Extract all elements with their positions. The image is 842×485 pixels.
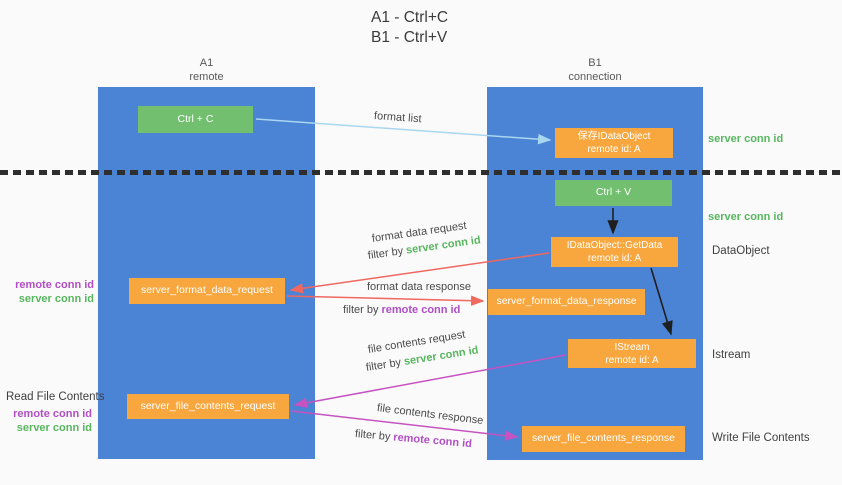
server-file-contents-request-label: server_file_contents_request bbox=[140, 399, 276, 412]
save-idataobject-box: 保存IDataObject remote id: A bbox=[555, 128, 673, 158]
left-remote-conn-id-1: remote conn id bbox=[15, 279, 94, 291]
lane-b1-name: B1 bbox=[588, 57, 602, 69]
filter-by-text-4: filter by bbox=[354, 428, 391, 444]
diagram-title: A1 - Ctrl+C B1 - Ctrl+V bbox=[371, 8, 448, 49]
server-format-data-request-label: server_format_data_request bbox=[141, 284, 273, 297]
flow-label-format-data-response: format data response bbox=[367, 281, 471, 293]
save-idataobject-line2: remote id: A bbox=[587, 144, 641, 155]
remote-conn-id-text-2: remote conn id bbox=[392, 431, 473, 451]
lane-header-b1: B1 connection bbox=[487, 56, 703, 85]
side-label-write-file-contents: Write File Contents bbox=[712, 432, 810, 444]
idataobject-getdata-line2: remote id: A bbox=[587, 253, 642, 264]
istream-box: IStream remote id: A bbox=[568, 339, 696, 368]
title-line-1: A1 - Ctrl+C bbox=[371, 9, 449, 26]
flow-label-file-contents-response: file contents response bbox=[376, 402, 484, 427]
filter-by-text-2: filter by bbox=[343, 304, 379, 316]
istream-line1: IStream bbox=[614, 341, 650, 353]
flow-label-format-list: format list bbox=[373, 110, 422, 126]
lane-header-a1: A1 remote bbox=[98, 56, 315, 85]
left-server-conn-id-2: server conn id bbox=[16, 422, 92, 434]
istream-line2: remote id: A bbox=[605, 354, 659, 366]
lane-a1-subtitle: remote bbox=[189, 71, 224, 84]
side-label-dataobject: DataObject bbox=[712, 245, 770, 257]
idataobject-getdata-line1: IDataObject::GetData bbox=[566, 240, 663, 251]
server-file-contents-response-box: server_file_contents_response bbox=[522, 426, 685, 452]
side-label-server-conn-id-mid: server conn id bbox=[708, 211, 784, 223]
server-format-data-response-box: server_format_data_response bbox=[488, 289, 645, 315]
side-label-istream: Istream bbox=[712, 349, 751, 361]
filter-by-text-3: filter by bbox=[365, 356, 402, 374]
arrow-format-data-response bbox=[286, 295, 485, 306]
idataobject-getdata-box: IDataObject::GetData remote id: A bbox=[551, 237, 678, 267]
lane-b1-subtitle: connection bbox=[568, 71, 622, 84]
lane-a1-name: A1 bbox=[199, 57, 214, 69]
ctrl-v-label: Ctrl + V bbox=[595, 186, 632, 199]
left-server-conn-id-1: server conn id bbox=[18, 293, 94, 305]
side-label-server-conn-id-top: server conn id bbox=[708, 133, 784, 145]
save-idataobject-line1: 保存IDataObject bbox=[577, 131, 651, 142]
side-label-read-file-contents: Read File Contents bbox=[6, 391, 105, 403]
ctrl-c-label: Ctrl + C bbox=[177, 112, 214, 125]
server-file-contents-response-label: server_file_contents_response bbox=[531, 432, 675, 445]
server-format-data-request-box: server_format_data_request bbox=[129, 278, 285, 304]
left-remote-conn-id-2: remote conn id bbox=[13, 408, 92, 420]
filter-by-text-1: filter by bbox=[367, 245, 404, 262]
ctrl-c-box: Ctrl + C bbox=[138, 106, 253, 133]
left-conn-id-stack-1: remote conn id server conn id bbox=[0, 278, 94, 306]
left-conn-id-stack-2: remote conn id server conn id bbox=[0, 407, 92, 435]
server-file-contents-request-box: server_file_contents_request bbox=[127, 394, 289, 419]
title-line-2: B1 - Ctrl+V bbox=[371, 29, 448, 47]
remote-conn-id-text-1: remote conn id bbox=[381, 304, 461, 316]
phase-divider-dotted-line bbox=[0, 170, 842, 175]
ctrl-v-box: Ctrl + V bbox=[555, 180, 672, 206]
server-format-data-response-label: server_format_data_response bbox=[496, 295, 637, 308]
